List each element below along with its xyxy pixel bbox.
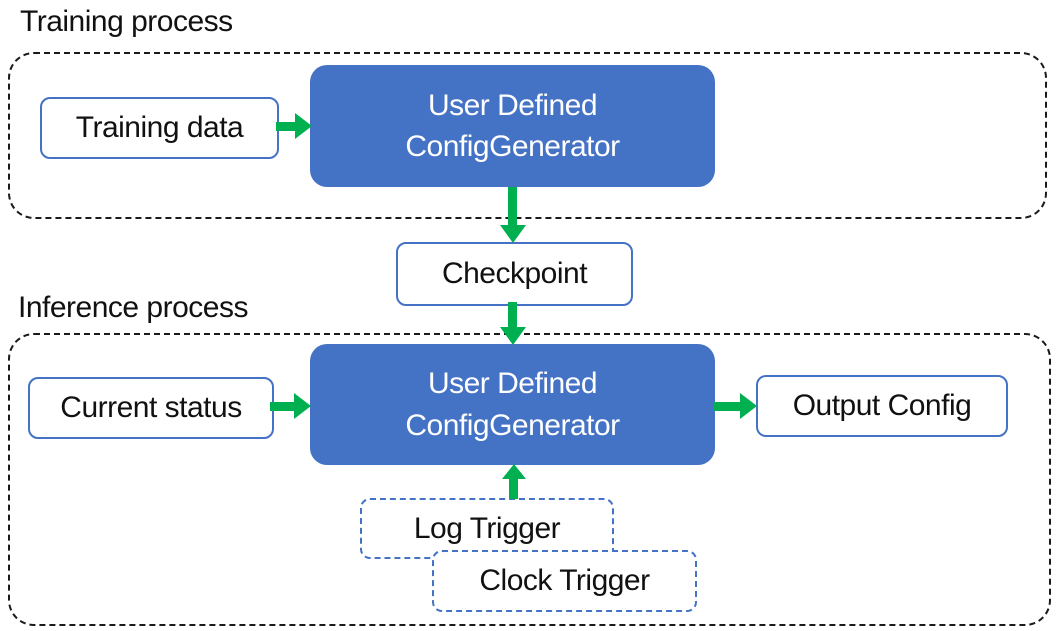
generator-line1: User Defined xyxy=(427,367,598,401)
clock-trigger-box: Clock Trigger xyxy=(432,550,697,612)
arrow-shaft xyxy=(276,122,297,131)
generator-line1: User Defined xyxy=(427,88,598,122)
arrow-head xyxy=(295,113,312,139)
arrow-head xyxy=(500,327,526,345)
arrow-generator-to-output-config xyxy=(714,392,757,420)
training-process-container xyxy=(8,52,1047,219)
arrow-checkpoint-to-inference-generator xyxy=(500,302,526,345)
log-trigger-box: Log Trigger xyxy=(360,498,614,559)
arrow-triggers-to-generator xyxy=(502,464,526,499)
current-status-box: Current status xyxy=(28,377,274,439)
arrow-shaft xyxy=(508,187,517,226)
inference-config-generator-box: User Defined ConfigGenerator xyxy=(310,344,715,465)
arrow-shaft xyxy=(270,402,296,411)
arrow-head xyxy=(502,464,526,479)
arrow-shaft xyxy=(509,477,518,499)
generator-line2: ConfigGenerator xyxy=(405,130,620,163)
arrow-shaft xyxy=(714,402,742,411)
checkpoint-box: Checkpoint xyxy=(396,242,633,306)
arrow-training-data-to-generator xyxy=(276,112,312,140)
arrow-current-status-to-generator xyxy=(270,392,311,420)
arrow-head xyxy=(294,393,311,419)
generator-line2: ConfigGenerator xyxy=(405,408,620,442)
arrow-head xyxy=(740,393,757,419)
training-process-label: Training process xyxy=(20,5,233,38)
output-config-box: Output Config xyxy=(756,375,1008,437)
arrow-head xyxy=(500,225,526,243)
training-data-box: Training data xyxy=(40,97,279,159)
inference-process-label: Inference process xyxy=(18,291,248,324)
training-config-generator-box: User Defined ConfigGenerator xyxy=(310,65,715,187)
arrow-shaft xyxy=(508,302,517,328)
inference-process-container xyxy=(8,333,1051,626)
arrow-generator-to-checkpoint xyxy=(500,187,526,243)
